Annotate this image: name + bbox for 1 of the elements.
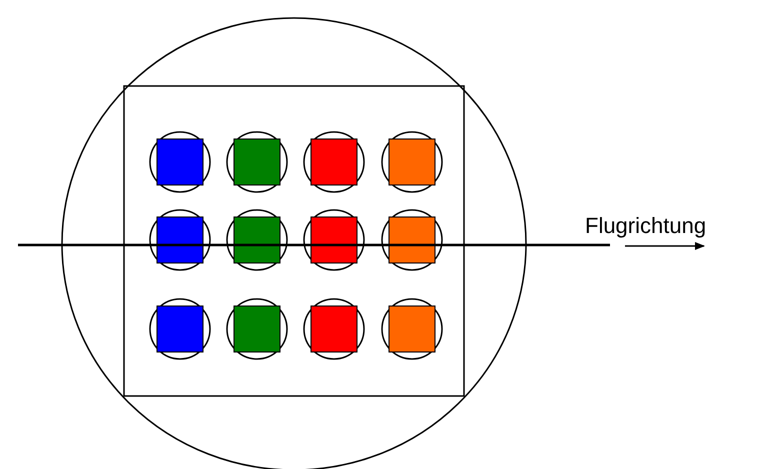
- direction-label: Flugrichtung: [585, 213, 706, 239]
